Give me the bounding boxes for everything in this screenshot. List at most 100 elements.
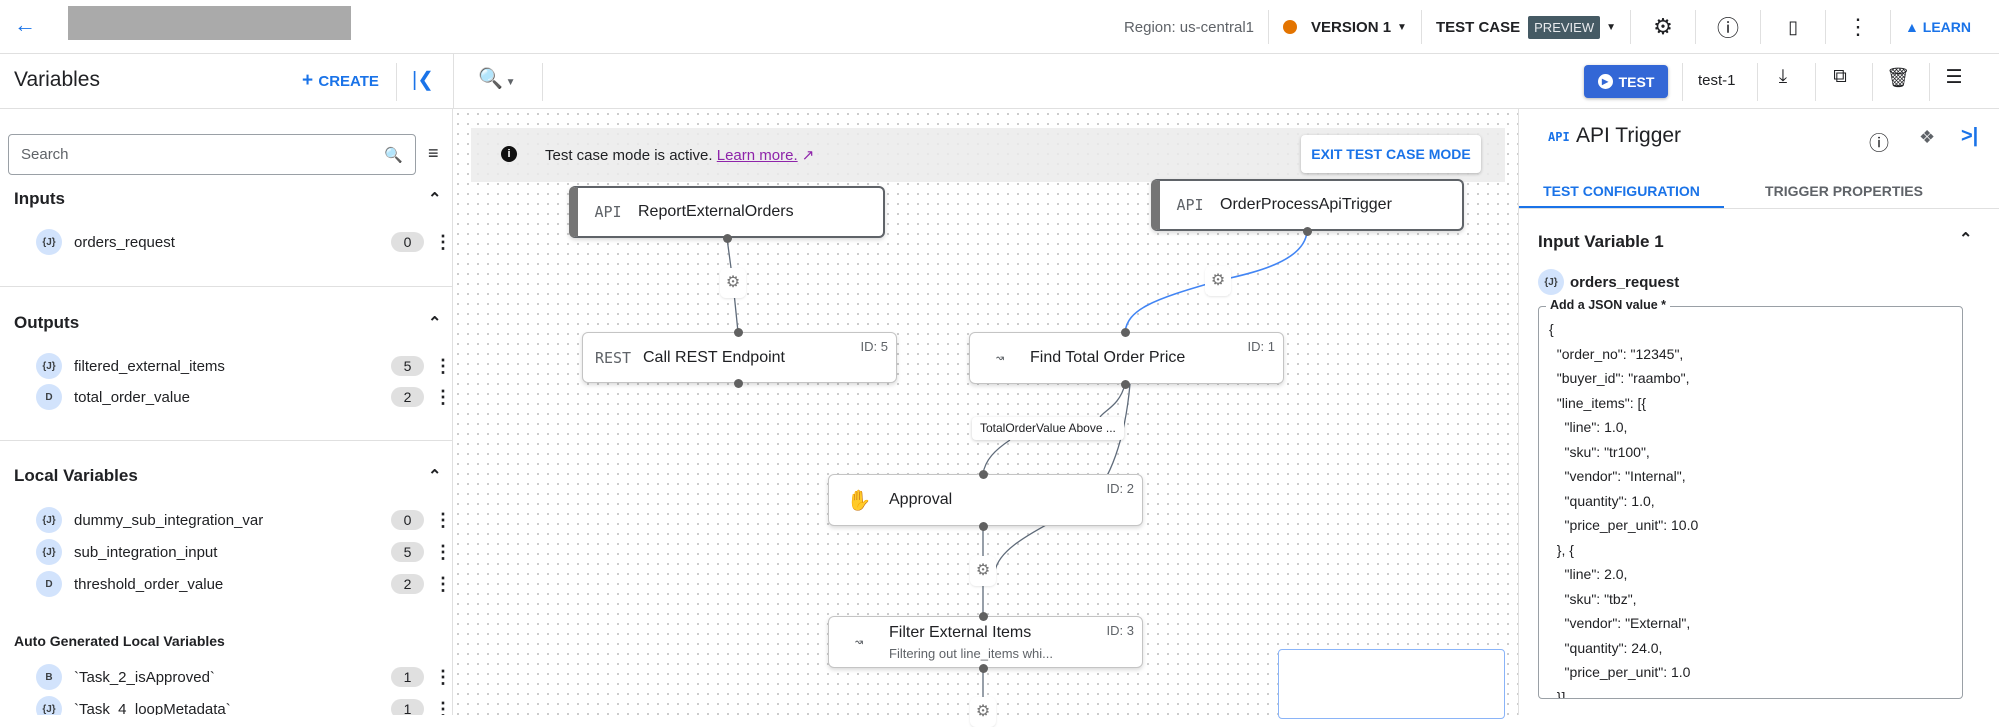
variable-name: total_order_value xyxy=(74,388,190,406)
node-title: ReportExternalOrders xyxy=(638,203,794,220)
tab-test-configuration[interactable]: TEST CONFIGURATION xyxy=(1519,175,1724,208)
search-icon: 🔍 xyxy=(384,146,403,164)
banner-text: Test case mode is active. Learn more. ↗ xyxy=(545,146,814,164)
pin-icon[interactable]: ❖ xyxy=(1919,127,1936,147)
json-type-icon: {J} xyxy=(1538,269,1564,295)
tab-trigger-properties[interactable]: TRIGGER PROPERTIES xyxy=(1765,183,1923,199)
learn-button[interactable]: ▲ LEARN xyxy=(1905,19,1971,35)
data-mapping-icon: ↝ xyxy=(995,349,1005,367)
feedback-icon[interactable]: ▯ xyxy=(1788,16,1798,37)
create-variable-button[interactable]: + CREATE xyxy=(302,70,379,92)
node-title: Call REST Endpoint xyxy=(643,348,785,366)
port[interactable] xyxy=(1121,328,1130,337)
collapse-panel-icon[interactable]: >| xyxy=(1961,125,1979,147)
back-arrow-icon[interactable]: ← xyxy=(14,12,36,37)
top-bar-actions: Region: us-central1 VERSION 1▼ TEST CASE… xyxy=(1124,0,1971,54)
list-item[interactable]: {J}`Task_4_loopMetadata`1⋮ xyxy=(36,695,452,716)
usage-count-badge: 1 xyxy=(391,699,424,715)
variables-title: Variables xyxy=(14,68,100,91)
json-type-icon: {J} xyxy=(36,507,62,533)
caret-down-icon: ▼ xyxy=(1397,21,1407,33)
double-type-icon: D xyxy=(36,384,62,410)
learn-more-link[interactable]: Learn more. xyxy=(716,147,798,164)
node-id: ID: 5 xyxy=(860,339,888,354)
info-icon: i xyxy=(501,146,517,162)
variable-name: orders_request xyxy=(1570,273,1680,291)
api-icon: API xyxy=(1548,130,1570,144)
edge-gear-icon[interactable]: ⚙ xyxy=(720,268,746,298)
sort-filter-icon[interactable]: ≡ xyxy=(428,143,439,163)
info-icon[interactable]: ⓘ xyxy=(1717,16,1740,41)
json-value-label: Add a JSON value * xyxy=(1546,298,1671,312)
port[interactable] xyxy=(1121,380,1130,389)
list-menu-icon[interactable]: ☰ xyxy=(1945,67,1963,88)
school-icon: ▲ xyxy=(1905,19,1923,35)
usage-count-badge: 0 xyxy=(391,510,424,530)
test-button[interactable]: ▶TEST xyxy=(1584,65,1668,98)
toolbar xyxy=(0,54,1999,109)
test-case-name[interactable]: test-1 xyxy=(1698,72,1736,89)
chevron-up-icon[interactable]: ⌃ xyxy=(1959,231,1973,248)
port[interactable] xyxy=(979,612,988,621)
redacted-integration-name xyxy=(68,6,351,40)
more-vert-icon[interactable]: ⋮ xyxy=(1847,14,1870,39)
region-label: Region: us-central1 xyxy=(1123,18,1255,36)
search-input[interactable]: Search 🔍 xyxy=(8,134,416,175)
edge-gear-icon[interactable]: ⚙ xyxy=(1205,266,1231,296)
port[interactable] xyxy=(723,234,732,243)
chevron-up-icon[interactable]: ⌃ xyxy=(428,468,442,485)
edge-condition-label[interactable]: TotalOrderValue Above ... xyxy=(972,417,1124,440)
search-placeholder: Search xyxy=(21,146,69,163)
create-label: CREATE xyxy=(318,73,379,90)
delete-icon[interactable]: 🗑 xyxy=(1885,68,1911,89)
copy-icon[interactable]: ⧉ xyxy=(1833,66,1847,87)
chevron-up-icon[interactable]: ⌃ xyxy=(428,191,442,208)
usage-count-badge: 5 xyxy=(391,356,424,376)
edge-gear-icon[interactable]: ⚙ xyxy=(970,556,996,586)
port[interactable] xyxy=(1303,227,1312,236)
version-dropdown[interactable]: VERSION 1▼ xyxy=(1283,19,1407,36)
chevron-up-icon[interactable]: ⌃ xyxy=(428,315,442,332)
port[interactable] xyxy=(734,328,743,337)
settings-gear-icon[interactable]: ⚙ xyxy=(1653,14,1673,39)
api-trigger-panel: API API Trigger ⓘ ❖ >| TEST CONFIGURATIO… xyxy=(1518,109,1999,715)
collapse-panel-icon[interactable]: |❮ xyxy=(412,69,434,91)
exit-test-case-mode-button[interactable]: EXIT TEST CASE MODE xyxy=(1301,135,1481,173)
json-type-icon: {J} xyxy=(36,696,62,715)
edge-gear-icon[interactable]: ⚙ xyxy=(970,697,996,727)
port[interactable] xyxy=(979,664,988,673)
minimap[interactable] xyxy=(1278,649,1505,719)
variable-name: dummy_sub_integration_var xyxy=(74,511,264,529)
json-value-textarea[interactable]: { "order_no": "12345", "buyer_id": "raam… xyxy=(1538,306,1963,699)
section-auto-generated: Auto Generated Local Variables xyxy=(14,633,225,649)
node-title: Approval xyxy=(889,491,953,508)
variable-name: `Task_4_loopMetadata` xyxy=(74,700,231,716)
usage-count-badge: 2 xyxy=(391,387,424,407)
node-subtitle: Filtering out line_items whi... xyxy=(889,645,1054,661)
boolean-type-icon: B xyxy=(36,664,62,690)
node-id: ID: 2 xyxy=(1106,481,1134,496)
test-label: TEST xyxy=(1618,73,1655,90)
zoom-in-icon[interactable]: 🔍 ▼ xyxy=(478,68,516,90)
port[interactable] xyxy=(734,379,743,388)
download-icon[interactable]: ⤓ xyxy=(1778,66,1788,87)
preview-badge: PREVIEW xyxy=(1528,15,1601,39)
port[interactable] xyxy=(979,522,988,531)
help-icon[interactable]: ⓘ xyxy=(1869,133,1889,155)
section-outputs: Outputs xyxy=(14,313,80,332)
plus-icon: + xyxy=(302,70,319,91)
port[interactable] xyxy=(979,470,988,479)
json-type-icon: {J} xyxy=(36,539,62,565)
external-link-icon: ↗ xyxy=(797,147,815,164)
